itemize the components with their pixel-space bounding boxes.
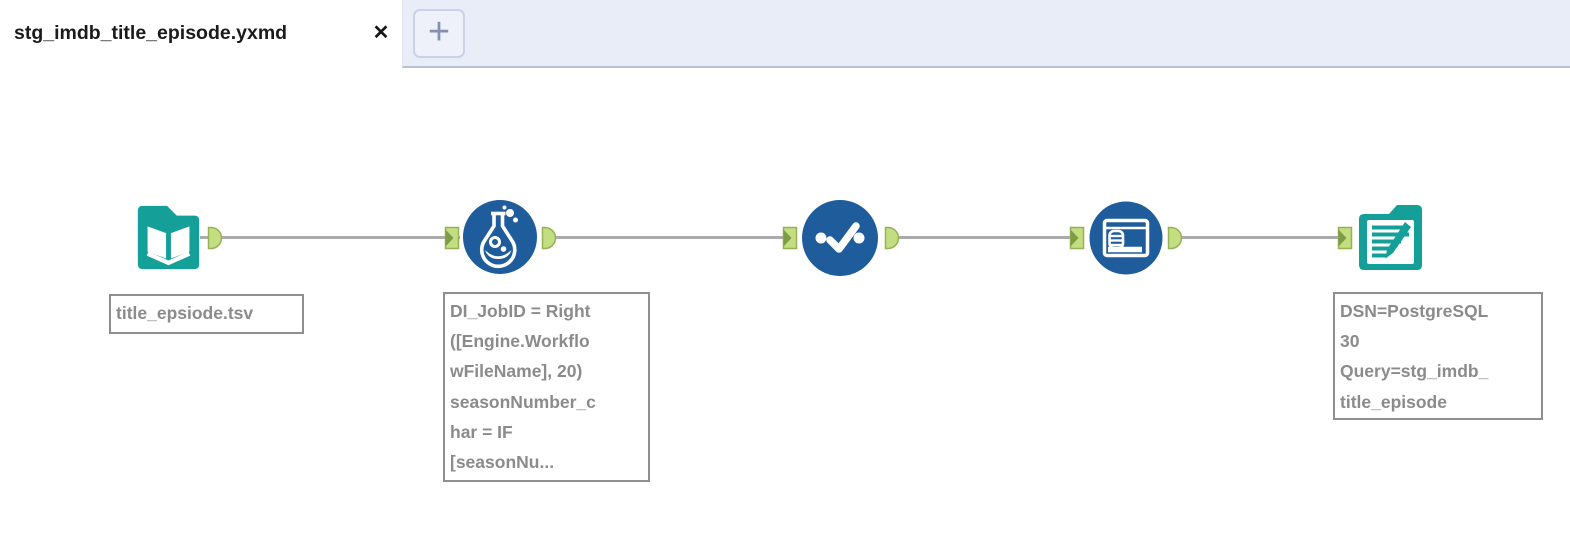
output-anchor-input-data[interactable] <box>207 226 223 250</box>
output-anchor-select[interactable] <box>884 226 900 250</box>
flask-icon <box>463 200 537 274</box>
tool-input-data[interactable] <box>132 202 205 280</box>
workflow-canvas[interactable]: title_epsiode.tsv DI_JobID = Right ([Eng… <box>0 70 1570 540</box>
tab-active-workflow[interactable]: stg_imdb_title_episode.yxmd ✕ <box>0 0 402 68</box>
tool-select[interactable] <box>801 199 879 282</box>
input-anchor-select[interactable] <box>782 226 798 250</box>
tab-title: stg_imdb_title_episode.yxmd <box>14 22 288 44</box>
tool-output-data[interactable] <box>1353 200 1428 281</box>
input-anchor-output-data[interactable] <box>1337 226 1353 250</box>
notepad-pencil-icon <box>1359 205 1422 270</box>
annotation-input-data[interactable]: title_epsiode.tsv <box>109 294 304 334</box>
annotation-formula[interactable]: DI_JobID = Right ([Engine.Workflo wFileN… <box>443 292 650 482</box>
connection-selectrecords-to-output[interactable] <box>1176 236 1343 239</box>
new-tab-button[interactable]: + <box>413 9 465 58</box>
checkmark-dots-icon <box>802 200 878 276</box>
open-book-icon <box>137 205 200 270</box>
connection-formula-to-select[interactable] <box>545 236 795 239</box>
output-anchor-formula[interactable] <box>541 226 557 250</box>
tab-bar: + stg_imdb_title_episode.yxmd ✕ <box>0 0 1570 68</box>
tab-strip: + <box>402 0 1570 68</box>
input-anchor-formula[interactable] <box>444 226 460 250</box>
close-tab-icon[interactable]: ✕ <box>372 22 390 44</box>
input-anchor-select-records[interactable] <box>1069 226 1085 250</box>
connection-select-to-selectrecords[interactable] <box>893 236 1075 239</box>
window-records-icon <box>1089 201 1163 275</box>
connection-input-to-formula[interactable] <box>200 236 460 239</box>
tool-select-records[interactable] <box>1089 201 1163 280</box>
output-anchor-select-records[interactable] <box>1167 226 1183 250</box>
annotation-output-data[interactable]: DSN=PostgreSQL 30 Query=stg_imdb_ title_… <box>1333 292 1543 420</box>
tool-formula[interactable] <box>462 199 538 280</box>
